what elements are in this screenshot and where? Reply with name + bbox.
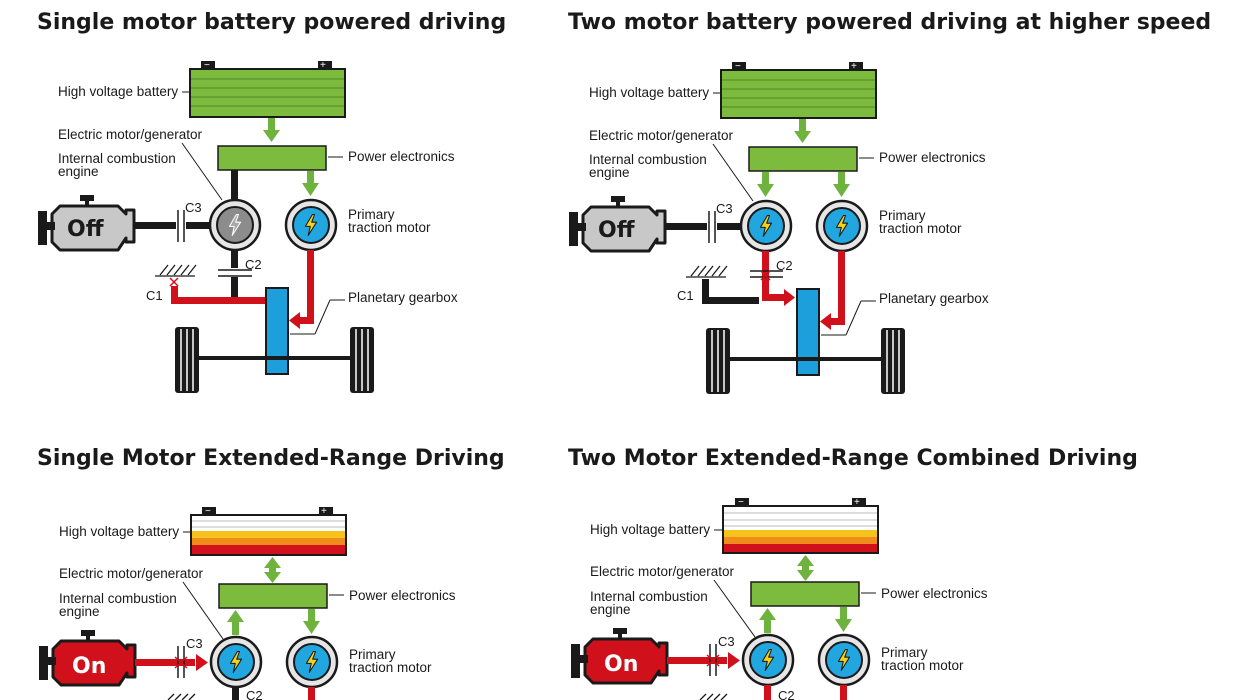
engine-label-line2: engine xyxy=(58,164,99,179)
wheel xyxy=(881,328,905,394)
clutch-c2-label: C2 xyxy=(778,688,795,700)
svg-text:−: − xyxy=(735,61,741,72)
engine: On xyxy=(571,628,669,685)
motor-generator-label: Electric motor/generator xyxy=(58,127,203,142)
engine-state: On xyxy=(72,654,106,679)
clutch-c3-label: C3 xyxy=(718,634,735,649)
engine-label: Internal combustion xyxy=(590,589,708,604)
battery: − + xyxy=(189,60,346,118)
engine-state: Off xyxy=(598,218,636,243)
clutch-c3-label: C3 xyxy=(716,201,733,216)
clutch-c1-label: C1 xyxy=(146,288,163,303)
flow-arrow xyxy=(302,183,319,196)
clutch-c2-label: C2 xyxy=(245,257,262,272)
svg-text:+: + xyxy=(854,497,860,508)
traction-motor-label-line2: traction motor xyxy=(881,658,964,673)
engine-label: Internal combustion xyxy=(58,151,176,166)
battery-label: High voltage battery xyxy=(589,85,709,100)
traction-motor-label: Primary xyxy=(349,647,396,662)
engine: Off xyxy=(38,195,136,252)
svg-text:−: − xyxy=(204,60,210,71)
panel-title: Two Motor Extended-Range Combined Drivin… xyxy=(568,446,1138,471)
power-electronics xyxy=(217,145,327,171)
panel-4: Two Motor Extended-Range Combined Drivin… xyxy=(568,446,1138,700)
clutch-c2-label: C2 xyxy=(776,258,793,273)
svg-text:−: − xyxy=(205,506,211,517)
gearbox-label: Planetary gearbox xyxy=(879,291,989,306)
panel-3: Single Motor Extended-Range Driving − + … xyxy=(37,446,505,700)
engine: Off xyxy=(569,196,667,253)
engine-label: Internal combustion xyxy=(589,152,707,167)
svg-text:+: + xyxy=(320,60,326,71)
gearbox-label: Planetary gearbox xyxy=(348,290,458,305)
panel-title: Single Motor Extended-Range Driving xyxy=(37,446,505,471)
power-electronics xyxy=(748,146,858,172)
traction-motor-label: Primary xyxy=(881,645,928,660)
engine-state: Off xyxy=(67,217,105,242)
battery-label: High voltage battery xyxy=(590,522,710,537)
engine-state: On xyxy=(604,652,638,677)
battery-label: High voltage battery xyxy=(59,524,179,539)
battery xyxy=(190,514,347,556)
clutch-c1-label: C1 xyxy=(677,288,694,303)
battery-cell xyxy=(189,68,346,118)
power-electronics-label: Power electronics xyxy=(881,586,988,601)
motor-generator-label: Electric motor/generator xyxy=(59,566,204,581)
clutch-c3-label: C3 xyxy=(185,200,202,215)
traction-motor-label-line2: traction motor xyxy=(879,221,962,236)
traction-motor-label: Primary xyxy=(348,207,395,222)
power-electronics xyxy=(750,581,860,607)
wheel xyxy=(706,328,730,394)
engine-label-line2: engine xyxy=(59,604,100,619)
motor-generator-label: Electric motor/generator xyxy=(589,128,734,143)
battery-negative-terminal xyxy=(201,61,215,69)
wheel xyxy=(350,327,374,393)
clutch-c2-label: C2 xyxy=(246,688,263,700)
svg-text:−: − xyxy=(738,497,744,508)
panel-title: Single motor battery powered driving xyxy=(37,10,506,35)
engine: On xyxy=(39,630,137,687)
planetary-gearbox xyxy=(796,288,820,376)
clutch-c3-label: C3 xyxy=(186,636,203,651)
battery xyxy=(720,69,877,119)
svg-text:+: + xyxy=(321,506,327,517)
wheel xyxy=(175,327,199,393)
power-electronics-label: Power electronics xyxy=(879,150,986,165)
flow-arrow xyxy=(263,130,280,142)
motor-generator-label: Electric motor/generator xyxy=(590,564,735,579)
traction-motor-label-line2: traction motor xyxy=(348,220,431,235)
battery-label: High voltage battery xyxy=(58,84,178,99)
power-electronics-label: Power electronics xyxy=(349,588,456,603)
panel-title: Two motor battery powered driving at hig… xyxy=(568,10,1211,35)
power-electronics xyxy=(218,583,328,609)
panel-2: Two motor battery powered driving at hig… xyxy=(568,10,1211,394)
panel-1: Single motor battery powered driving − +… xyxy=(37,10,506,393)
power-electronics-label: Power electronics xyxy=(348,149,455,164)
svg-text:+: + xyxy=(851,61,857,72)
planetary-gearbox xyxy=(265,287,289,375)
engine-label-line2: engine xyxy=(589,165,630,180)
engine-label-line2: engine xyxy=(590,602,631,617)
traction-motor-label: Primary xyxy=(879,208,926,223)
traction-motor-label-line2: traction motor xyxy=(349,660,432,675)
battery xyxy=(722,505,879,554)
battery-positive-terminal xyxy=(318,61,332,69)
engine-label: Internal combustion xyxy=(59,591,177,606)
